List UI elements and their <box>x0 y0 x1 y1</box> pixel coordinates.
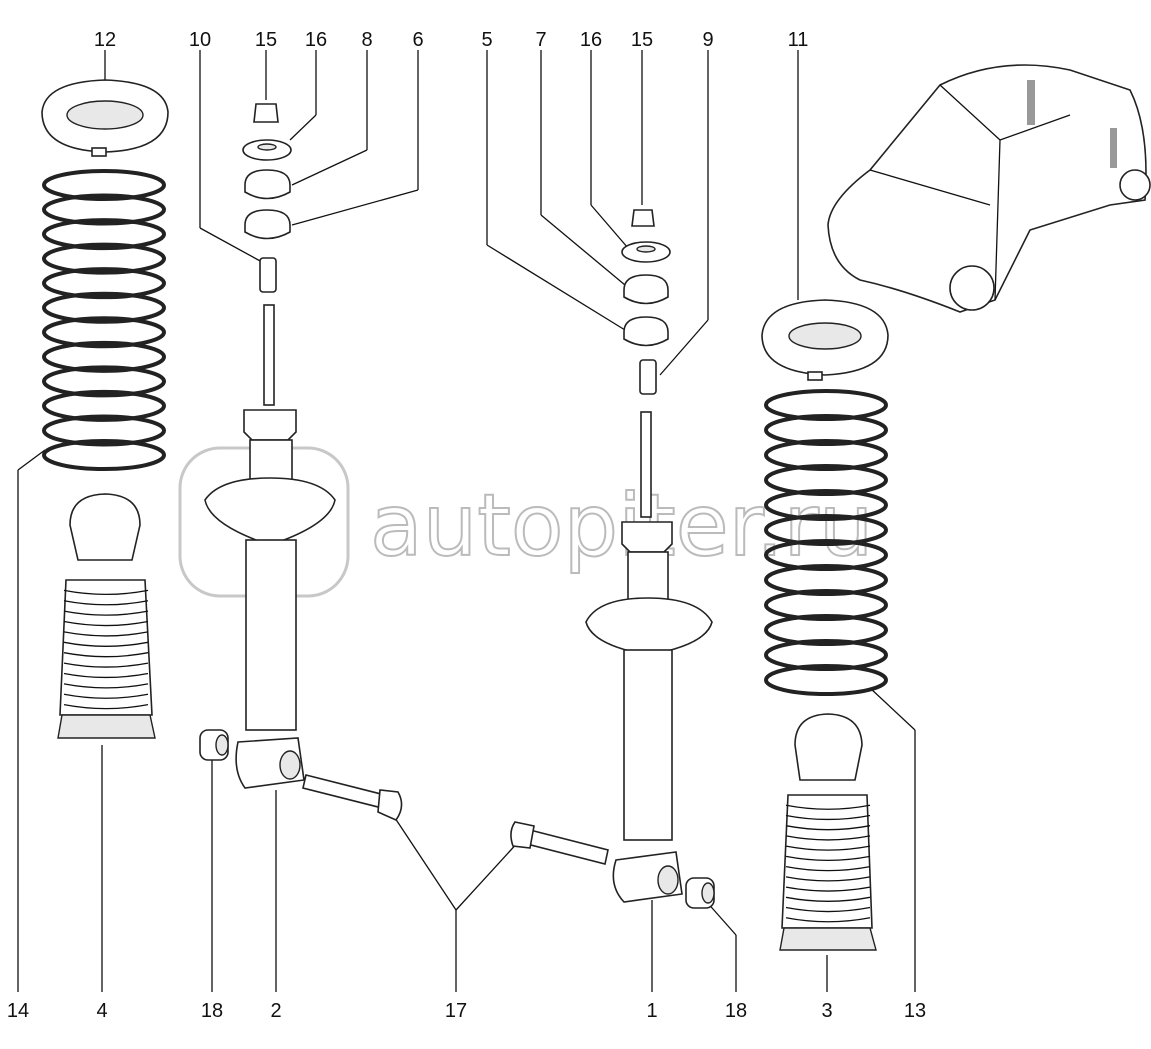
boot-3-rib <box>785 906 871 913</box>
boot-3-rib <box>785 835 871 841</box>
spring-13-coil <box>764 614 888 646</box>
label-4: 4 <box>96 1000 107 1022</box>
boot-3-rib <box>785 876 871 882</box>
boot-4-rib <box>63 620 149 627</box>
label-16: 16 <box>305 29 327 51</box>
label-16b: 16 <box>580 29 602 51</box>
label-15b: 15 <box>631 29 653 51</box>
label-10: 10 <box>189 29 211 51</box>
label-5: 5 <box>481 29 492 51</box>
spring-13-coil <box>764 489 888 521</box>
boot-4-rib <box>63 683 149 689</box>
boot-3-rib <box>785 855 871 862</box>
shock-absorber-1 <box>585 411 713 903</box>
bushing-18-right <box>685 877 715 909</box>
boot-4-rib <box>63 589 149 596</box>
boot-4-rib <box>63 693 149 699</box>
spring-14-coil <box>42 242 166 275</box>
label-18b: 18 <box>725 1000 747 1022</box>
shock-absorber-2 <box>204 304 336 789</box>
spring-13-coil <box>764 639 888 671</box>
label-11: 11 <box>788 29 809 51</box>
boot-3-rib <box>785 886 871 892</box>
spring-14-coil <box>42 316 166 349</box>
spring-13-coil <box>764 564 888 596</box>
spring-14-coil <box>42 193 166 226</box>
boot-4-rib <box>63 641 149 647</box>
boot-ribs <box>63 589 871 923</box>
boot-3-rib <box>785 917 871 923</box>
boot-4-rib <box>63 672 149 679</box>
boot-3-rib <box>785 814 871 821</box>
bump-stop-boot-4 <box>57 493 156 739</box>
spring-seat-12 <box>41 79 169 157</box>
spring-13-coil <box>764 389 888 421</box>
label-1: 1 <box>646 1000 657 1022</box>
boot-3-rib <box>785 896 871 902</box>
spring-14-coil <box>42 291 166 324</box>
spring-13-coil <box>764 514 888 546</box>
bolt-17-right <box>510 821 609 865</box>
spring-13-coil <box>764 664 888 696</box>
boot-4-rib <box>63 631 149 637</box>
label-13: 13 <box>904 1000 926 1022</box>
label-6: 6 <box>412 29 423 51</box>
spring-14-coil <box>42 218 166 251</box>
boot-3-rib <box>785 845 871 851</box>
mount-parts-right <box>621 209 671 395</box>
boot-3-rib <box>785 804 871 810</box>
spring-14-coil <box>42 389 166 422</box>
spring-13-coil <box>764 589 888 621</box>
spring-14-coil <box>42 414 166 447</box>
label-17: 17 <box>445 1000 467 1022</box>
callout-labels: 12 10 15 16 8 6 5 7 16 15 9 11 14 4 18 2… <box>7 29 926 1022</box>
boot-4-rib <box>63 703 149 710</box>
label-2: 2 <box>270 1000 281 1022</box>
spring-seat-11 <box>761 299 889 381</box>
label-8: 8 <box>361 29 372 51</box>
label-9: 9 <box>702 29 713 51</box>
spring-14-coil <box>42 169 166 201</box>
label-14: 14 <box>7 1000 29 1022</box>
coil-springs <box>42 169 888 696</box>
label-12: 12 <box>94 29 116 51</box>
boot-3-rib <box>785 865 871 872</box>
bolt-17-left <box>302 774 403 821</box>
spring-14-coil <box>42 365 166 398</box>
boot-4-rib <box>63 652 149 658</box>
boot-3-rib <box>785 825 871 831</box>
label-15: 15 <box>255 29 277 51</box>
spring-14-coil <box>42 267 166 300</box>
spring-13-coil <box>764 439 888 471</box>
spring-14-coil <box>42 439 166 471</box>
spring-13-coil <box>764 539 888 571</box>
bushing-18-left <box>199 729 229 761</box>
boot-4-rib <box>63 662 149 668</box>
label-7: 7 <box>535 29 546 51</box>
spring-13-coil <box>764 464 888 496</box>
spring-14-coil <box>42 340 166 373</box>
spring-13-coil <box>764 414 888 446</box>
bump-stop-boot-3 <box>779 713 877 951</box>
mount-parts-left <box>242 103 292 293</box>
label-18: 18 <box>201 1000 223 1022</box>
boot-4-rib <box>63 600 149 606</box>
label-3: 3 <box>821 1000 832 1022</box>
leader-lines <box>17 50 916 992</box>
boot-4-rib <box>63 610 149 616</box>
car-location-thumbnail <box>827 64 1151 313</box>
